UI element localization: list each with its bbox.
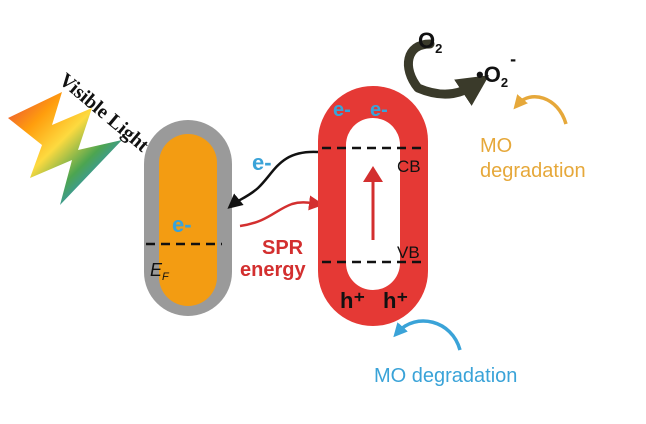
spr-label: SPR [262, 237, 304, 259]
vb-label: VB [397, 243, 420, 262]
mo-degradation-bottom-label: MO degradation [374, 365, 517, 387]
excitation-arrowhead-icon [363, 166, 383, 182]
oxygen-reduction-arrow [404, 39, 476, 94]
energy-label: energy [240, 259, 306, 281]
cb-label: CB [397, 157, 421, 176]
cb-electron-label: e- [370, 99, 388, 121]
degradation-top-label: degradation [480, 160, 586, 182]
cb-electron-label: e- [333, 99, 351, 121]
superoxide-label: •O2- [476, 49, 516, 90]
mo-top-label: MO [480, 135, 512, 157]
transfer-electron-label: e- [252, 150, 272, 175]
metal-nanoparticle [144, 120, 232, 316]
hole-label: h⁺ [383, 288, 408, 313]
o2-reactant-label: O2 [418, 28, 442, 56]
fermi-level-label: EF [150, 260, 170, 283]
hole-label: h⁺ [340, 288, 365, 313]
metal-electron-label: e- [172, 212, 192, 237]
metal-core [159, 134, 217, 306]
mo-degradation-top-arrow [513, 94, 568, 125]
lightning-bolt-icon [8, 92, 122, 205]
mo-degradation-bottom-arrow [393, 319, 462, 351]
spr-energy-arrow [239, 195, 324, 228]
electron-transfer-arrow [227, 150, 319, 209]
